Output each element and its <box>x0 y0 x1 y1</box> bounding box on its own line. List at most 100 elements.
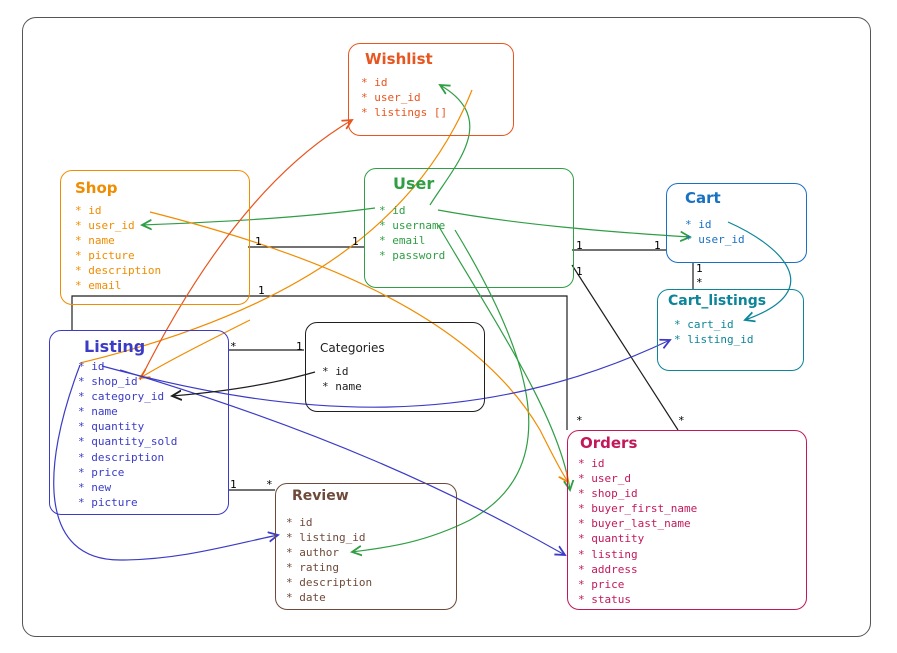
arrow-user-shop <box>142 207 376 225</box>
cardinality-label: * <box>696 276 703 289</box>
arrow-user-review <box>352 229 530 552</box>
entity-title: Review <box>292 488 349 504</box>
arrow-listing-orders <box>119 369 565 555</box>
entity-field: email <box>75 278 161 293</box>
entity-field: shop_id <box>78 374 177 389</box>
arrow-user-orders <box>437 224 570 490</box>
field-list: idname <box>322 364 362 394</box>
entity-field: address <box>578 562 697 577</box>
entity-title: Shop <box>75 179 118 197</box>
entity-field: new <box>78 480 177 495</box>
field-list: idlisting_idauthorratingdescriptiondate <box>286 515 372 606</box>
entity-field: name <box>322 379 362 394</box>
entity-field: listing <box>578 547 697 562</box>
entity-title: Wishlist <box>365 50 433 68</box>
entity-orders[interactable]: Orders iduser_dshop_idbuyer_first_namebu… <box>567 430 807 610</box>
entity-field: name <box>75 233 161 248</box>
arrow-categories-listing <box>172 371 316 396</box>
entity-cart-listings[interactable]: Cart_listings cart_idlisting_id <box>657 289 804 371</box>
entity-user[interactable]: User idusernameemailpassword <box>364 168 574 288</box>
arrow-user-wishlist <box>429 85 471 206</box>
field-list: iduser_idlistings [] <box>361 75 447 120</box>
entity-field: status <box>578 592 697 607</box>
arrow-listing-cartlistings <box>101 340 670 408</box>
entity-field: id <box>78 359 177 374</box>
entity-field: user_d <box>578 471 697 486</box>
cardinality-label: 1 <box>576 265 583 278</box>
entity-cart[interactable]: Cart iduser_id <box>666 183 807 263</box>
entity-field: listings [] <box>361 105 447 120</box>
cardinality-label: 1 <box>576 239 583 252</box>
entity-title: Listing <box>84 337 146 356</box>
entity-field: author <box>286 545 372 560</box>
entity-field: quantity_sold <box>78 434 177 449</box>
entity-field: id <box>322 364 362 379</box>
arrow-listing-wishlist <box>139 120 352 381</box>
entity-field: name <box>78 404 177 419</box>
entity-field: id <box>361 75 447 90</box>
entity-listing[interactable]: Listing idshop_idcategory_idnamequantity… <box>49 330 229 515</box>
entity-field: price <box>78 465 177 480</box>
cardinality-label: * <box>230 340 237 353</box>
field-list: idshop_idcategory_idnamequantityquantity… <box>78 359 177 510</box>
entity-field: user_id <box>361 90 447 105</box>
entity-field: date <box>286 590 372 605</box>
entity-field: picture <box>75 248 161 263</box>
field-list: idusernameemailpassword <box>379 203 445 263</box>
entity-field: description <box>75 263 161 278</box>
arrow-shop-orders <box>149 211 568 482</box>
edge-user-orders <box>571 264 679 431</box>
cardinality-label: 1 <box>296 340 303 353</box>
entity-field: picture <box>78 495 177 510</box>
entity-wishlist[interactable]: Wishlist iduser_idlistings [] <box>348 43 514 136</box>
cardinality-label: 1 <box>230 478 237 491</box>
entity-shop[interactable]: Shop iduser_idnamepicturedescriptionemai… <box>60 170 250 305</box>
entity-field: quantity <box>578 531 697 546</box>
entity-field: listing_id <box>286 530 372 545</box>
entity-field: id <box>379 203 445 218</box>
field-list: iduser_idnamepicturedescriptionemail <box>75 203 161 294</box>
field-list: cart_idlisting_id <box>674 317 753 347</box>
entity-field: user_id <box>685 232 744 247</box>
diagram-frame <box>22 17 871 637</box>
entity-field: username <box>379 218 445 233</box>
entity-field: quantity <box>78 419 177 434</box>
cardinality-label: * <box>576 414 583 427</box>
cardinality-label: 1 <box>258 284 265 297</box>
entity-field: id <box>75 203 161 218</box>
arrow-listing-review <box>53 364 278 561</box>
entity-field: buyer_first_name <box>578 501 697 516</box>
arrow-user-cart <box>437 209 690 237</box>
entity-field: id <box>578 456 697 471</box>
entity-field: buyer_last_name <box>578 516 697 531</box>
cardinality-label: 1 <box>255 235 262 248</box>
entity-title: Cart <box>685 189 721 207</box>
cardinality-label: * <box>266 478 273 491</box>
entity-title: Cart_listings <box>668 293 767 309</box>
cardinality-label: 1 <box>696 262 703 275</box>
cardinality-label: 1 <box>352 235 359 248</box>
entity-title: User <box>393 174 435 193</box>
entity-field: category_id <box>78 389 177 404</box>
arrow-cart-cartlistings <box>727 221 792 320</box>
entity-review[interactable]: Review idlisting_idauthorratingdescripti… <box>275 483 457 610</box>
entity-field: price <box>578 577 697 592</box>
entity-title: Orders <box>580 434 638 452</box>
entity-field: shop_id <box>578 486 697 501</box>
arrow-shop-listing <box>79 89 473 364</box>
entity-title: Categories <box>320 341 385 355</box>
entity-field: id <box>286 515 372 530</box>
entity-categories[interactable]: Categories idname <box>305 322 485 412</box>
entity-field: user_id <box>75 218 161 233</box>
entity-field: description <box>286 575 372 590</box>
field-list: iduser_dshop_idbuyer_first_namebuyer_las… <box>578 456 697 607</box>
entity-field: email <box>379 233 445 248</box>
field-list: iduser_id <box>685 217 745 247</box>
edge-shop-orders <box>71 295 568 430</box>
entity-field: rating <box>286 560 372 575</box>
cardinality-label: 1 <box>654 239 661 252</box>
cardinality-label: * <box>678 414 685 427</box>
entity-field: password <box>379 248 445 263</box>
entity-field: id <box>685 217 745 232</box>
